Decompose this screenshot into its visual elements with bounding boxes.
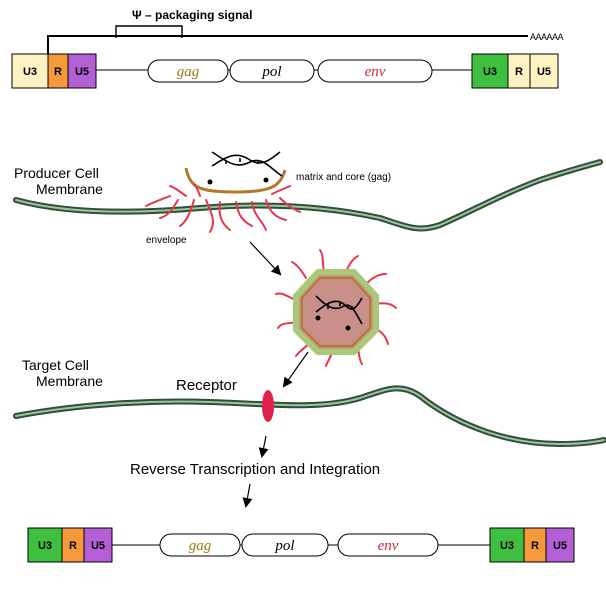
bottom-construct: U3 R U5 gag pol env U3 R U5 — [27, 527, 575, 563]
producer-cell: Producer Cell Membrane — [13, 151, 603, 246]
target-membrane — [13, 385, 606, 448]
gag-gene — [147, 59, 229, 83]
target-membrane-highlight — [15, 387, 605, 446]
target-cell: Target Cell Membrane Receptor — [13, 357, 606, 448]
envelope-annotation: envelope — [146, 235, 187, 246]
u5-box — [83, 527, 113, 563]
r-label: R — [531, 540, 539, 552]
r-label: R — [69, 540, 77, 552]
u5-box — [529, 53, 559, 89]
pol-gene — [241, 533, 329, 557]
u3-box — [27, 527, 63, 563]
pol-label: pol — [274, 538, 294, 554]
budding-arrow — [249, 241, 282, 276]
top-ltr-left: U3 R U5 — [11, 53, 97, 89]
u3-label: U3 — [38, 540, 52, 552]
top-ltr-right: U3 R U5 — [471, 53, 559, 89]
gag-label: gag — [177, 64, 200, 80]
enzyme-dot — [207, 179, 213, 185]
producer-membrane-highlight — [15, 161, 601, 230]
bottom-genes: gag pol env — [159, 533, 439, 557]
u5-box — [67, 53, 97, 89]
packaging-bracket — [115, 25, 183, 38]
envelope-spikes — [145, 183, 301, 233]
pol-gene — [229, 59, 315, 83]
u5-box — [545, 527, 575, 563]
producer-label-line2: Membrane — [36, 181, 103, 197]
env-gene — [317, 59, 433, 83]
r-label: R — [515, 66, 523, 78]
u5-label: U5 — [537, 66, 551, 78]
gag-annotation: matrix and core (gag) — [296, 172, 391, 183]
integration-arrow-out — [242, 483, 253, 508]
bottom-ltr-left: U3 R U5 — [27, 527, 113, 563]
gag-gene — [159, 533, 241, 557]
entry-arrow — [282, 351, 309, 388]
rna-line — [47, 35, 528, 54]
rna-helix — [211, 151, 283, 177]
receptor-label: Receptor — [176, 377, 237, 394]
transcription-arrow-in — [258, 435, 269, 458]
env-gene — [337, 533, 439, 557]
virion-capsid — [301, 277, 371, 347]
u3-label: U3 — [500, 540, 514, 552]
poly-a-tail: AAAAAA — [530, 32, 564, 42]
enzyme-dot — [315, 315, 321, 321]
target-label-line1: Target Cell — [22, 357, 89, 373]
virion — [275, 249, 397, 367]
u5-label: U5 — [91, 540, 105, 552]
producer-label-line1: Producer Cell — [14, 165, 99, 181]
u3-label: U3 — [23, 66, 37, 78]
gag-label: gag — [189, 538, 212, 554]
enzyme-dot — [263, 177, 269, 183]
top-genes: gag pol env — [147, 59, 433, 83]
pol-label: pol — [261, 64, 281, 80]
receptor — [262, 390, 274, 422]
packaging-label: Ψ – packaging signal — [132, 8, 252, 22]
u5-label: U5 — [75, 66, 89, 78]
r-label: R — [54, 66, 62, 78]
u5-label: U5 — [553, 540, 567, 552]
env-label: env — [378, 538, 399, 554]
env-label: env — [365, 64, 386, 80]
u3-label: U3 — [483, 66, 497, 78]
target-label-line2: Membrane — [36, 373, 103, 389]
gag-matrix — [184, 167, 287, 194]
virion-rna — [315, 295, 363, 325]
virion-envelope — [293, 269, 379, 355]
bottom-ltr-right: U3 R U5 — [489, 527, 575, 563]
top-construct: Ψ – packaging signal AAAAAA U3 R U5 gag … — [11, 8, 564, 89]
enzyme-dot — [345, 325, 351, 331]
step-label: Reverse Transcription and Integration — [130, 461, 380, 478]
